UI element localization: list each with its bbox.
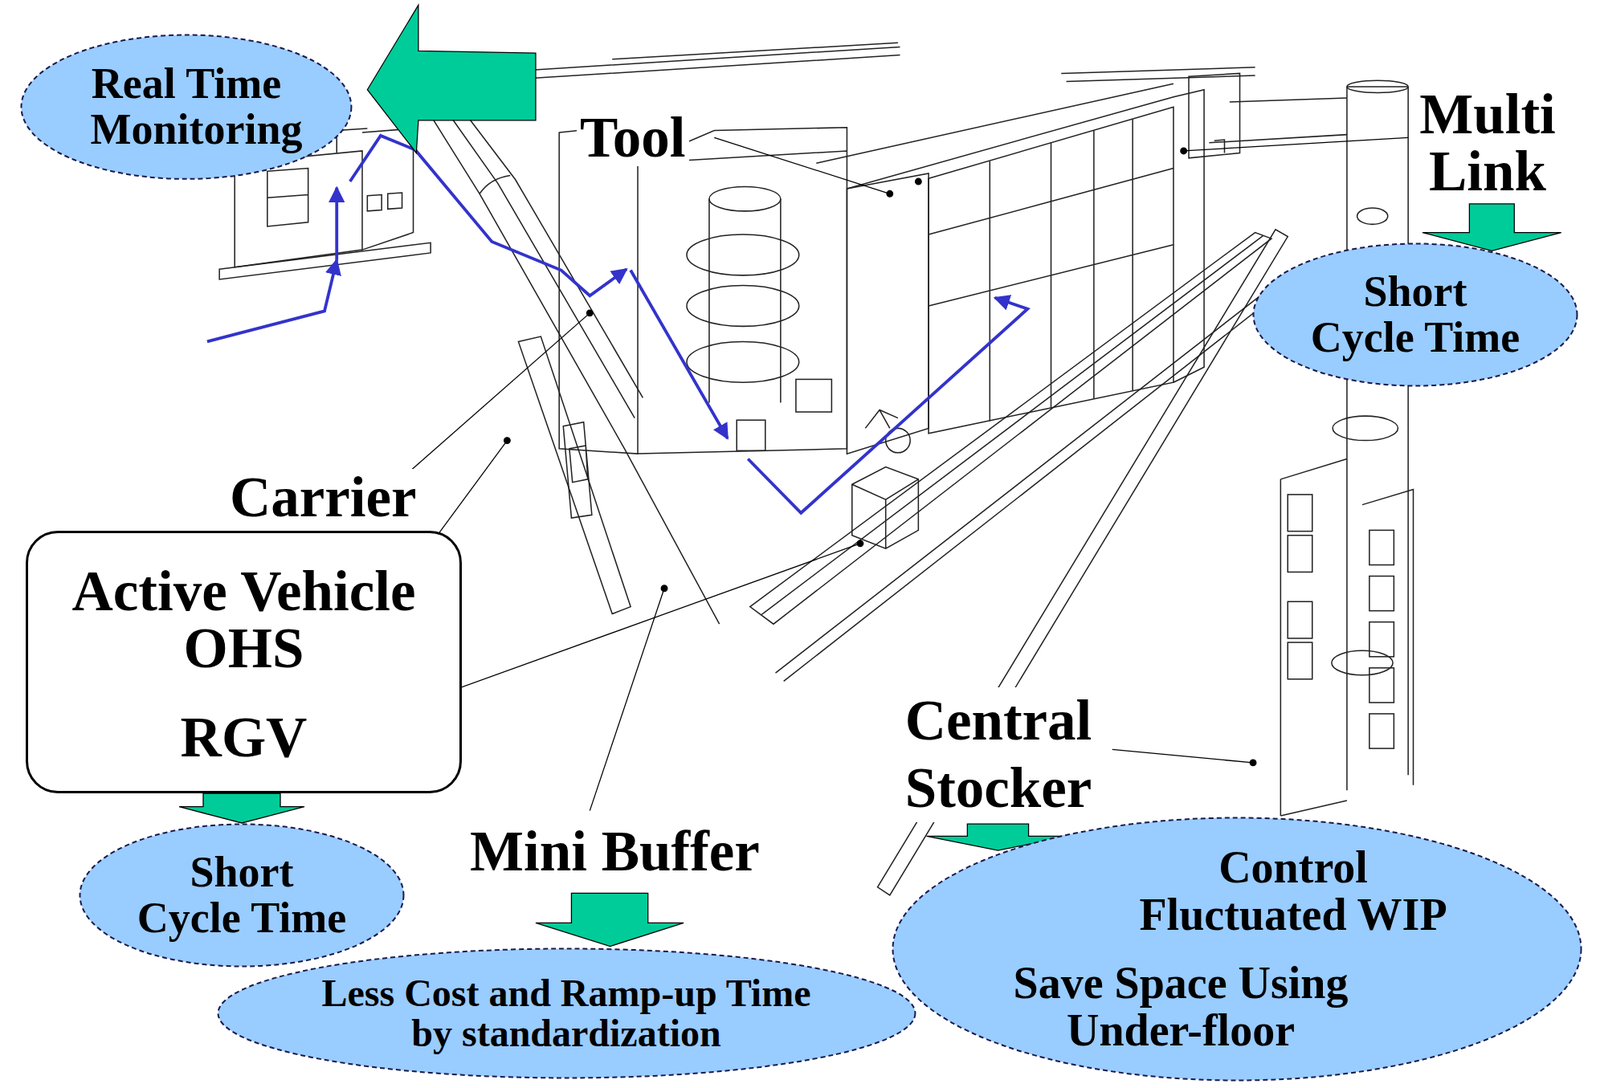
floor-rail [219,242,431,280]
tower-cylinder [1346,80,1409,93]
leader-line [403,313,590,478]
robot-body [852,467,919,550]
part-label: Tool [576,109,690,167]
callout-ellipse: Short Cycle Time [1252,242,1579,388]
leader-dot [857,540,864,547]
rgv-track [750,232,1272,682]
callout-ellipse: Short Cycle Time [78,823,405,968]
ellipse-shape [21,34,352,179]
central-stocker-tower [1346,86,1409,791]
tower-window [1369,576,1394,612]
tower-window [1287,601,1312,639]
part-label: Multi Link [1412,85,1564,200]
callout-text: Less Cost and Ramp-up Time by standardiz… [301,973,832,1055]
monitor-window [367,192,402,212]
leader-dot [661,585,668,592]
transport-path [747,297,1028,514]
part-label: Central Stocker [890,687,1107,823]
tower-window [1287,535,1312,573]
leader-line [714,137,890,194]
callout-ellipse: Control Fluctuated WIP Save Space Using U… [891,816,1583,1082]
tool-chamber [686,341,800,383]
callout-ellipse: Real Time Monitoring [20,33,353,180]
transport-path [630,270,728,440]
tool-cylinder [709,186,781,211]
tower-window [1369,714,1394,749]
monitor-window [267,168,309,227]
leader-dot [1180,147,1188,155]
leader-lines [336,137,1409,811]
tool-chamber [686,285,800,327]
leader-dot [886,190,894,197]
floor-strip [877,229,1289,896]
result-arrow [535,893,684,947]
transport-path [207,260,337,343]
tower-cylinder [1332,416,1398,441]
leader-line [1112,749,1254,764]
tower-window [1369,622,1394,658]
ellipse-shape [893,818,1582,1082]
transport-path [334,187,339,261]
stocker-grid [928,119,1174,422]
leader-dot [915,178,923,185]
part-label: Mini Buffer [466,823,764,881]
tool-unit [846,173,929,454]
tower-window [1287,642,1312,680]
tower-cylinder [1357,208,1388,225]
box-heading: Carrier [226,469,421,527]
leader-dot [1249,759,1257,767]
tool-port [736,420,766,451]
result-arrow [1422,204,1562,251]
callout-text: Short Cycle Time [1310,269,1522,360]
ellipse-shape [80,824,405,968]
tower-cylinder [1331,650,1393,675]
box-text: Active Vehicle OHS [55,563,433,678]
link-block [1188,73,1241,158]
tool-cylinder [709,199,781,404]
callout-text: Real Time Monitoring [89,61,282,152]
tool-chamber [686,234,800,276]
mini-buffer-bar [518,336,631,614]
leader-line [589,588,665,812]
callout-text: Control Fluctuated WIP [1124,844,1462,939]
green-arrows [367,4,1561,947]
leader-line [1183,137,1409,152]
leader-dot [504,437,511,445]
carrier-box: CarrierActive Vehicle OHSRGV [25,530,462,794]
transport-path [207,135,1028,514]
ellipse-shape [217,949,915,1079]
ohs-rail [433,112,720,625]
tower-window [1369,668,1394,703]
tower-window [1369,530,1394,565]
callout-text: Save Space Using Under-floor [1000,959,1362,1055]
port-device [563,422,592,519]
ceiling-beam [477,42,901,82]
monitor-arrow [367,4,536,153]
tower-window [1287,494,1312,532]
block-arrow [179,793,305,824]
ellipse-shape [1253,244,1578,387]
box-text: RGV [55,709,433,767]
tower-panel [1280,458,1413,816]
leader-dot [586,310,593,317]
robot-arm [865,410,898,429]
tool-body [637,127,847,454]
callout-text: Short Cycle Time [136,849,348,941]
stocker-frame [816,83,1205,383]
tool-window [795,379,832,413]
callout-ellipse: Less Cost and Ramp-up Time by standardiz… [216,947,917,1080]
